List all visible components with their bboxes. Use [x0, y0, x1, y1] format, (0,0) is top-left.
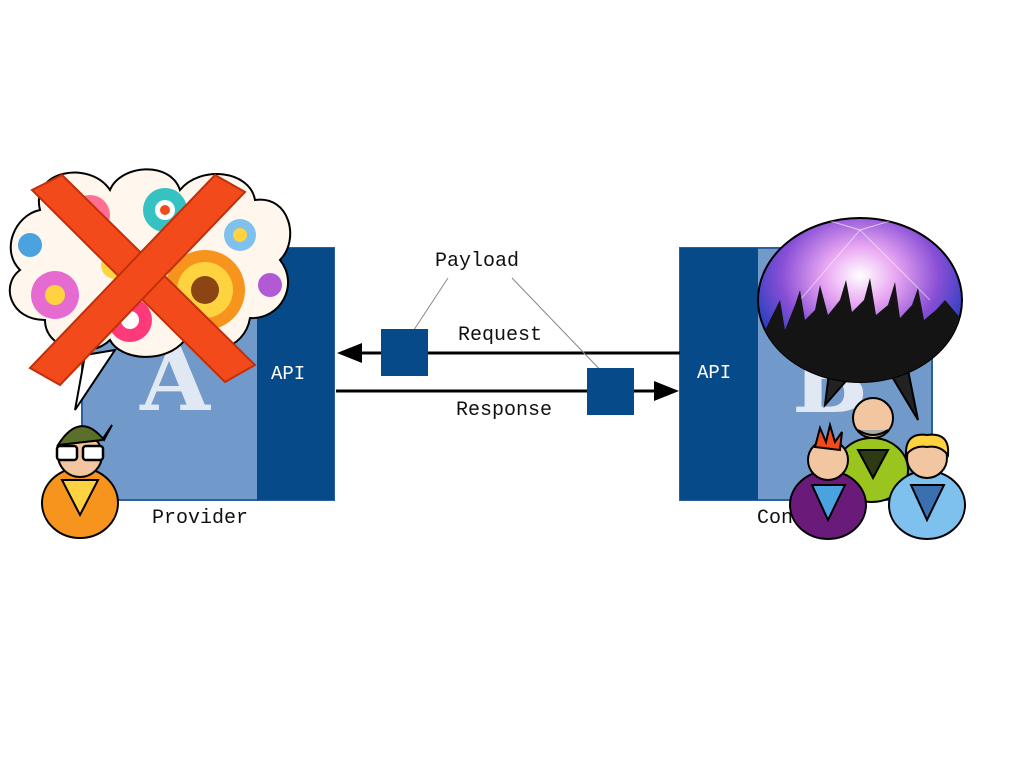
- payload-square-request: [381, 329, 428, 376]
- payload-leader-2: [511, 277, 609, 379]
- red-cross: [28, 173, 257, 387]
- response-label: Response: [456, 399, 553, 422]
- party-crowd-bubble: [757, 217, 963, 421]
- payload-label: Payload: [435, 250, 520, 273]
- developer-person-icon: [41, 424, 119, 539]
- provider-label: Provider: [152, 507, 249, 530]
- payload-square-response: [587, 368, 634, 415]
- consumer-api-label: API: [697, 362, 732, 384]
- flower-3: [31, 271, 79, 319]
- group-people-icon: [789, 397, 966, 540]
- flower-5: [224, 219, 256, 251]
- person-purple: [789, 421, 867, 540]
- provider-api-label: API: [271, 363, 306, 385]
- person-blue: [888, 433, 966, 540]
- crowd-silhouette: [758, 278, 962, 382]
- request-label: Request: [458, 324, 543, 347]
